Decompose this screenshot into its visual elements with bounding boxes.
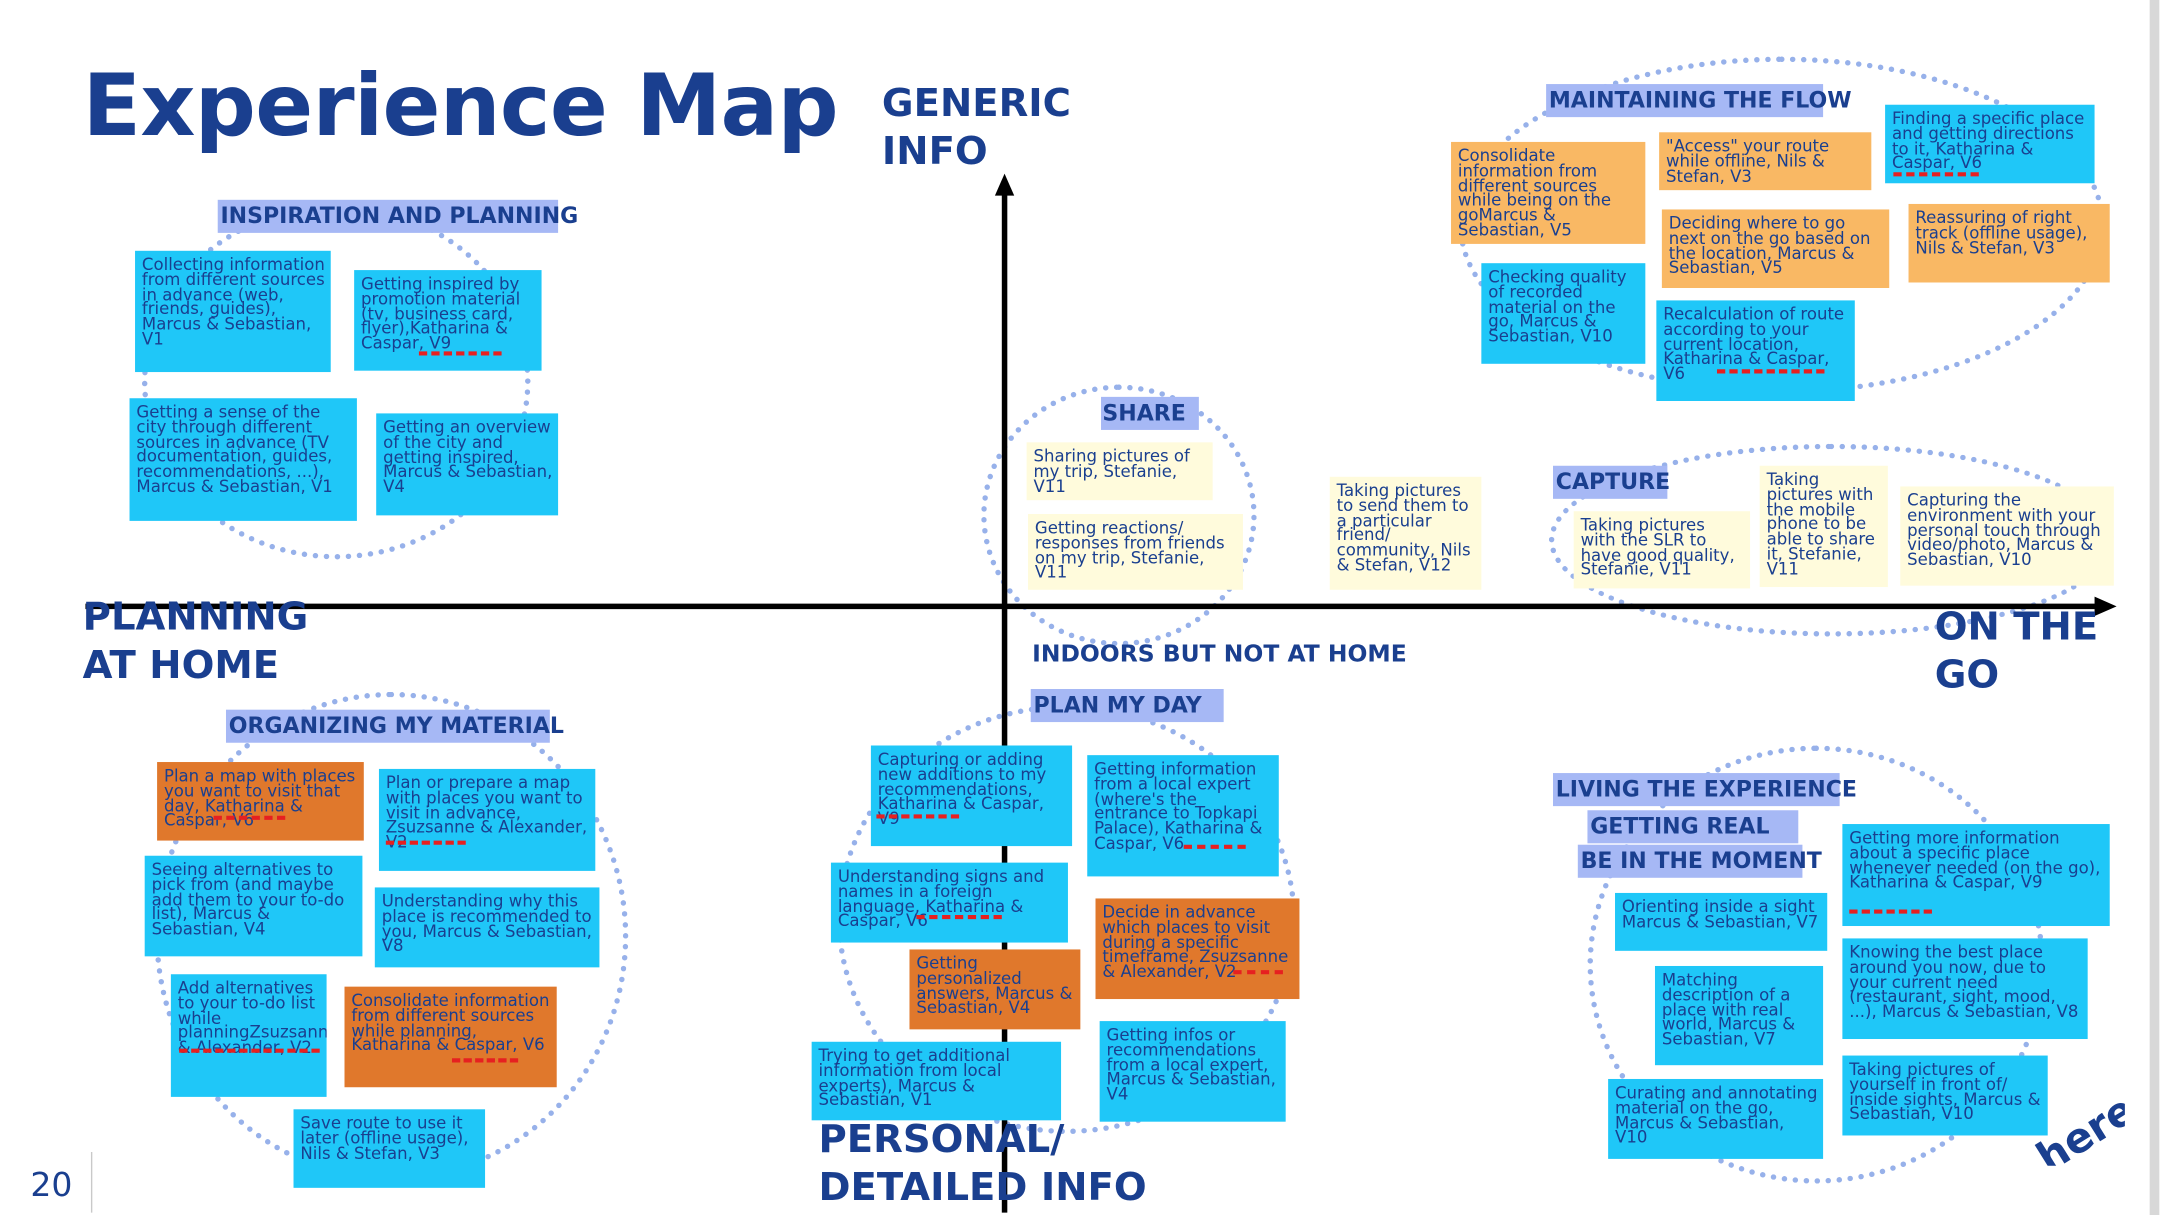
card-local-expert-info: Getting information from a local expert … bbox=[1087, 755, 1279, 877]
card-consolidate-on-go: Consolidate information from different s… bbox=[1451, 141, 1646, 244]
card-capturing-environment: Capturing the environment with your pers… bbox=[1900, 486, 2114, 586]
right-arrowhead bbox=[2094, 596, 2117, 616]
card-personalized-answers: Getting personalized answers, Marcus & S… bbox=[909, 949, 1081, 1030]
card-curating-material: Curating and annotating material on the … bbox=[1608, 1078, 1824, 1159]
spellcheck-squiggle bbox=[1233, 970, 1283, 978]
category-maintaining: MAINTAINING THE FLOW bbox=[1546, 84, 1852, 118]
spellcheck-squiggle bbox=[1893, 172, 1979, 180]
card-additional-info: Trying to get additional information fro… bbox=[811, 1041, 1062, 1121]
card-add-alternatives: Add alternatives to your to-do list whil… bbox=[170, 974, 327, 1097]
category-plan-day: PLAN MY DAY bbox=[1030, 689, 1224, 723]
card-more-information: Getting more information about a specifi… bbox=[1842, 824, 2110, 927]
up-arrowhead bbox=[994, 173, 1015, 196]
category-moment: BE IN THE MOMENT bbox=[1577, 844, 1822, 878]
card-seeing-alternatives: Seeing alternatives to pick from (and ma… bbox=[144, 855, 363, 957]
card-knowing-best-place: Knowing the best place around you now, d… bbox=[1842, 938, 2088, 1040]
card-overview-city: Getting an overview of the city and gett… bbox=[376, 413, 559, 516]
category-getting-real: GETTING REAL bbox=[1587, 810, 1799, 844]
card-matching-description: Matching description of a place with rea… bbox=[1654, 965, 1824, 1066]
card-finding-place: Finding a specific place and getting dir… bbox=[1885, 104, 2095, 184]
card-recalculation: Recalculation of route according to your… bbox=[1656, 300, 1855, 401]
footer-divider bbox=[90, 1152, 93, 1213]
slide-number: 20 bbox=[30, 1165, 73, 1205]
card-plan-map-day: Plan a map with places you want to visit… bbox=[157, 762, 364, 841]
card-sharing-pictures: Sharing pictures of my trip, Stefanie, V… bbox=[1026, 442, 1213, 501]
card-understanding-signs: Understanding signs and names in a forei… bbox=[830, 862, 1068, 943]
card-taking-pictures-send: Taking pictures to send them to a partic… bbox=[1329, 476, 1482, 590]
spellcheck-squiggle bbox=[179, 1048, 320, 1057]
card-save-route: Save route to use it later (offline usag… bbox=[293, 1109, 486, 1188]
page-title: Experience Map bbox=[82, 55, 839, 156]
card-pictures-slr: Taking pictures with the SLR to have goo… bbox=[1573, 511, 1751, 589]
cluster-share bbox=[981, 384, 1257, 647]
card-infos-recommendations: Getting infos or recommendations from a … bbox=[1099, 1021, 1286, 1122]
card-capturing-additions: Capturing or adding new additions to my … bbox=[870, 745, 1073, 847]
category-living: LIVING THE EXPERIENCE bbox=[1553, 773, 1857, 807]
spellcheck-squiggle bbox=[1183, 844, 1246, 853]
card-inspired-promotion: Getting inspired by promotion material (… bbox=[354, 270, 542, 371]
spellcheck-squiggle bbox=[451, 1058, 519, 1066]
card-prepare-map: Plan or prepare a map with places you wa… bbox=[378, 768, 596, 871]
card-collecting-info: Collecting information from different so… bbox=[135, 250, 331, 373]
card-sense-of-city: Getting a sense of the city through diff… bbox=[129, 398, 357, 521]
spellcheck-squiggle bbox=[916, 914, 1002, 923]
spellcheck-squiggle bbox=[213, 815, 286, 824]
card-getting-reactions: Getting reactions/ responses from friend… bbox=[1027, 513, 1243, 590]
card-deciding-where: Deciding where to go next on the go base… bbox=[1661, 209, 1890, 289]
spellcheck-squiggle bbox=[1716, 369, 1825, 377]
card-access-route: "Access" your route while offline, Nils … bbox=[1659, 132, 1872, 191]
card-pictures-mobile: Taking pictures with the mobile phone to… bbox=[1759, 465, 1888, 588]
category-share: SHARE bbox=[1101, 396, 1199, 430]
category-inspiration: INSPIRATION AND PLANNING bbox=[217, 199, 578, 233]
spellcheck-squiggle bbox=[418, 351, 502, 359]
card-checking-quality: Checking quality of recorded material on… bbox=[1481, 263, 1646, 364]
logo-text: here bbox=[2028, 1085, 2125, 1166]
card-consolidate-planning: Consolidate information from different s… bbox=[344, 986, 557, 1088]
card-pictures-yourself: Taking pictures of yourself in front of/… bbox=[1842, 1055, 2048, 1136]
card-why-recommended: Understanding why this place is recommen… bbox=[374, 887, 600, 968]
category-organizing: ORGANIZING MY MATERIAL bbox=[225, 709, 564, 743]
axis-label-top: GENERIC INFO bbox=[881, 79, 1071, 174]
axis-label-center: INDOORS BUT NOT AT HOME bbox=[1032, 640, 1407, 669]
axis-label-bottom: PERSONAL/ DETAILED INFO bbox=[818, 1116, 1147, 1210]
axis-label-right: ON THE GO bbox=[1934, 603, 2099, 698]
right-edge-bar bbox=[2149, 0, 2160, 1215]
category-capture: CAPTURE bbox=[1553, 465, 1670, 499]
spellcheck-squiggle bbox=[385, 840, 466, 849]
here-logo-graphic: here bbox=[2028, 1085, 2143, 1182]
spellcheck-squiggle bbox=[1849, 909, 1932, 917]
spellcheck-squiggle bbox=[876, 814, 960, 822]
card-reassuring-track: Reassuring of right track (offline usage… bbox=[1908, 203, 2110, 283]
card-decide-in-advance: Decide in advance which places to visit … bbox=[1095, 898, 1300, 1000]
card-orienting-sight: Orienting inside a sight Marcus & Sebast… bbox=[1615, 892, 1828, 951]
here-logo: here bbox=[2015, 1083, 2143, 1182]
axis-label-left: PLANNING AT HOME bbox=[82, 593, 309, 688]
